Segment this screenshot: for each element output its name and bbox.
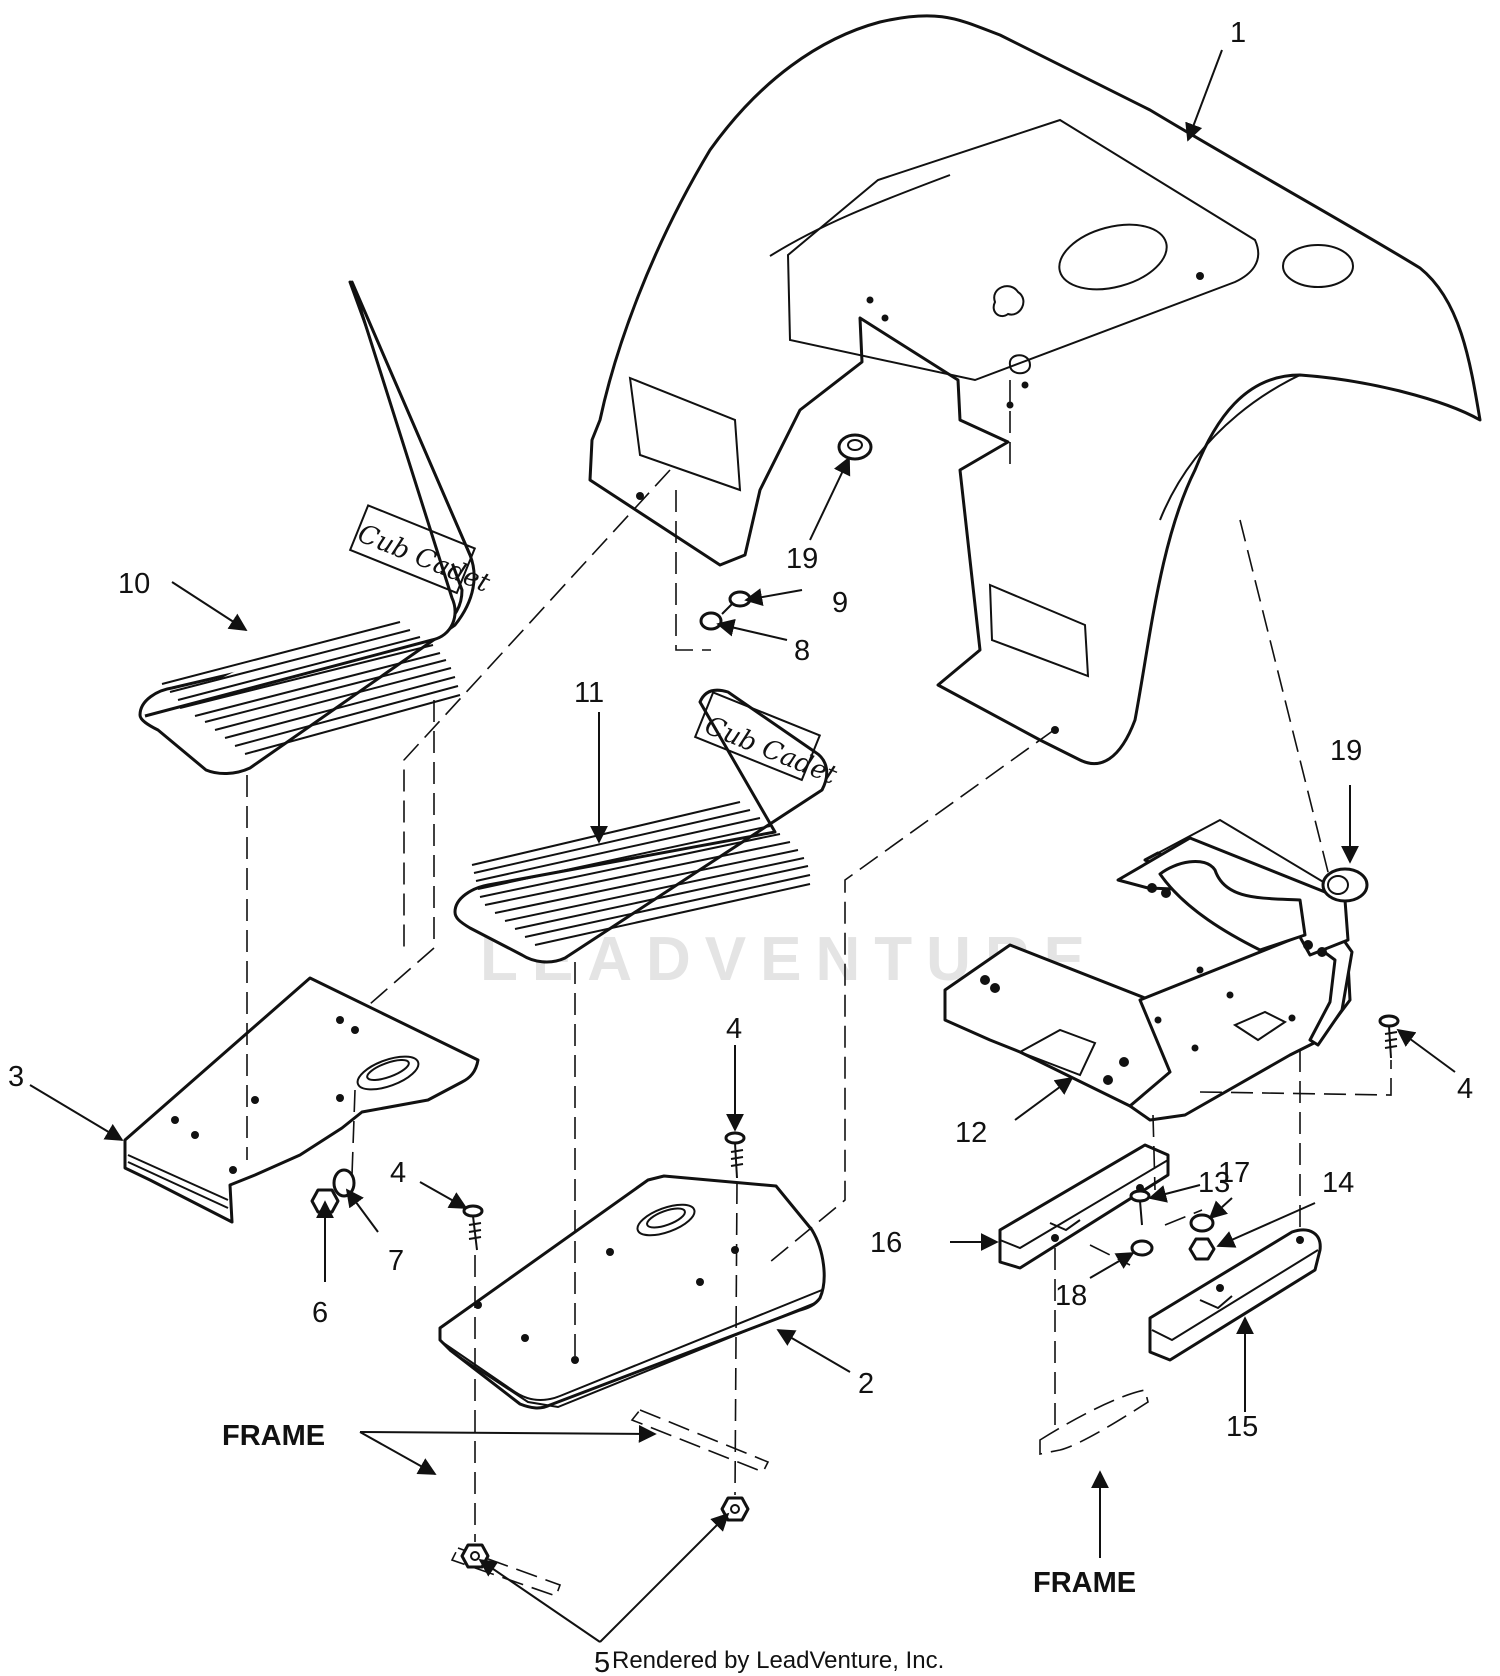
callout-5: 5 <box>594 1647 610 1676</box>
bolt-part-4-right <box>1378 1014 1400 1059</box>
washer-part-18 <box>1130 1239 1154 1257</box>
callout-13: 13 <box>1198 1167 1230 1199</box>
callout-9: 9 <box>832 587 848 619</box>
frame-label-left: FRAME <box>222 1420 325 1452</box>
grommet-part-19-upper <box>837 433 873 461</box>
screw-part-9 <box>721 590 752 615</box>
nut-part-14 <box>1188 1237 1216 1261</box>
callout-labels: 1 2 3 4 4 4 5 6 7 8 9 10 11 12 13 14 15 … <box>8 17 1473 1676</box>
callout-3: 3 <box>8 1061 24 1093</box>
callout-16: 16 <box>870 1227 902 1259</box>
washer-part-8 <box>699 611 723 631</box>
step-mat-part-10: Cub Cadet <box>138 280 494 775</box>
foot-plate-part-2 <box>438 1174 826 1410</box>
washer-part-13 <box>1189 1213 1215 1233</box>
bracket-part-12 <box>943 818 1354 1122</box>
callout-7: 7 <box>388 1245 404 1277</box>
callout-1: 1 <box>1230 17 1246 49</box>
callout-2: 2 <box>858 1368 874 1400</box>
callout-10: 10 <box>118 568 150 600</box>
alignment-lines <box>246 380 1392 1542</box>
bolt-part-4-center <box>724 1131 746 1179</box>
callout-4-center: 4 <box>726 1013 742 1045</box>
rail-part-15 <box>1148 1228 1322 1362</box>
callout-11: 11 <box>574 677 604 709</box>
frame-segment-right <box>1039 1389 1149 1455</box>
callout-12: 12 <box>955 1117 987 1149</box>
callout-19-upper: 19 <box>786 543 818 575</box>
fender-part-1 <box>588 14 1482 766</box>
grommet-part-19-lower <box>1321 867 1369 903</box>
callout-15: 15 <box>1226 1411 1258 1443</box>
callout-4-left: 4 <box>390 1157 406 1189</box>
callout-14: 14 <box>1322 1167 1354 1199</box>
step-mat-part-11: Cub Cadet <box>453 688 841 964</box>
bolt-part-17 <box>1129 1189 1151 1226</box>
frame-segment-left <box>450 1547 562 1598</box>
callout-18: 18 <box>1055 1280 1087 1312</box>
callout-17: 17 <box>1218 1157 1250 1189</box>
leader-lines <box>29 49 1456 1643</box>
render-credit: Rendered by LeadVenture, Inc. <box>612 1647 944 1674</box>
callout-19-lower: 19 <box>1330 735 1362 767</box>
callout-8: 8 <box>794 635 810 667</box>
frame-segment-center <box>630 1409 770 1474</box>
frame-label-right: FRAME <box>1033 1567 1136 1599</box>
callout-4-right: 4 <box>1457 1073 1473 1105</box>
foot-plate-part-3 <box>123 976 480 1224</box>
washer-part-7 <box>332 1168 356 1198</box>
rail-part-16 <box>998 1143 1170 1270</box>
callout-6: 6 <box>312 1297 328 1329</box>
bolt-part-4-left <box>462 1204 484 1251</box>
